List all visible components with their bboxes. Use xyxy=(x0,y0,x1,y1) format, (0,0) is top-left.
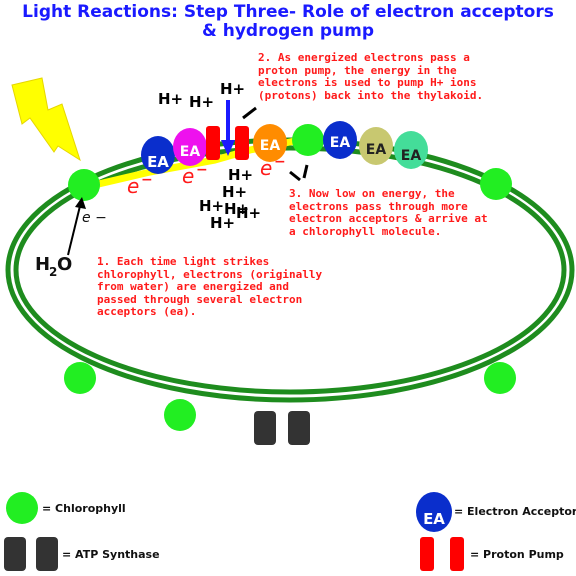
electron-acceptor-2: EA xyxy=(173,128,207,166)
svg-text:EA: EA xyxy=(401,148,422,164)
proton-ion: H+ xyxy=(158,90,183,108)
electron-acceptor-1: EA xyxy=(141,136,175,174)
svg-text:EA: EA xyxy=(366,142,387,158)
electron-label-2: e − xyxy=(182,162,208,188)
note-step1: 1. Each time light strikes chlorophyll, … xyxy=(97,255,323,318)
note3-pointer-b xyxy=(302,164,309,179)
svg-text:H: H xyxy=(35,254,50,275)
proton-pump-right xyxy=(235,126,249,160)
electron-label-small: e − xyxy=(82,210,107,226)
chlorophyll-right xyxy=(480,168,512,200)
proton-pump-left xyxy=(206,126,220,160)
proton-ion: H+ xyxy=(189,93,214,111)
svg-text:EA: EA xyxy=(423,510,445,528)
proton-ion: H+ xyxy=(210,214,235,232)
legend-atp-synthase-icon xyxy=(4,537,58,571)
svg-text:O: O xyxy=(57,254,72,275)
electron-label-1: e − xyxy=(127,172,153,198)
note-step2: 2. As energized electrons pass a proton … xyxy=(258,51,484,102)
legend-atp-synthase-label: = ATP Synthase xyxy=(62,548,160,561)
electron-acceptor-6: EA xyxy=(394,131,428,169)
membrane-inner xyxy=(13,145,567,395)
diagram-title-line2: & hydrogen pump xyxy=(201,21,375,41)
note-step3: 3. Now low on energy, the electrons pass… xyxy=(289,187,488,238)
legend-electron-acceptor-icon: EA xyxy=(416,492,452,532)
proton-ion: H+ xyxy=(228,166,253,184)
svg-text:EA: EA xyxy=(180,144,201,160)
electron-acceptor-5: EA xyxy=(359,127,393,165)
water-electron-arrowhead xyxy=(75,197,86,209)
svg-text:−: − xyxy=(141,172,153,188)
chlorophyll-bottom-right xyxy=(484,362,516,394)
svg-text:e: e xyxy=(260,156,272,180)
chlorophyll-top xyxy=(292,124,324,156)
svg-text:2: 2 xyxy=(49,265,57,279)
note3-pointer-a xyxy=(289,170,301,182)
proton-ion: H+ xyxy=(236,204,261,222)
water-label: H 2 O xyxy=(35,254,72,279)
water-electron-arrow xyxy=(67,205,81,256)
legend-proton-pump-icon xyxy=(420,537,464,571)
proton-ion: H+ xyxy=(222,183,247,201)
svg-text:EA: EA xyxy=(147,153,169,171)
legend-chlorophyll-label: = Chlorophyll xyxy=(42,502,126,515)
electron-acceptor-4: EA xyxy=(323,121,357,159)
legend-proton-pump-label: = Proton Pump xyxy=(470,548,564,561)
electron-acceptor-3: EA xyxy=(253,124,287,162)
legend-chlorophyll-icon xyxy=(6,492,38,524)
note2-pointer xyxy=(242,106,257,120)
proton-ion: H+ xyxy=(199,197,224,215)
diagram-title-line1: Light Reactions: Step Three- Role of ele… xyxy=(22,2,554,22)
atp-synthase xyxy=(254,411,310,445)
proton-flow-arrowhead xyxy=(221,140,235,156)
legend-electron-acceptor-label: = Electron Acceptor xyxy=(454,505,576,518)
proton-ion: H+ xyxy=(220,80,245,98)
chlorophyll-bottom-left xyxy=(64,362,96,394)
svg-text:−: − xyxy=(274,154,286,170)
svg-text:e: e xyxy=(127,174,139,198)
svg-text:EA: EA xyxy=(330,135,351,151)
svg-text:EA: EA xyxy=(260,138,281,154)
svg-text:e: e xyxy=(182,164,194,188)
electron-label-3: e − xyxy=(260,154,286,180)
chlorophyll-bottom-center xyxy=(164,399,196,431)
lightning-icon xyxy=(11,77,81,162)
svg-text:−: − xyxy=(196,162,208,178)
chlorophyll-left xyxy=(68,169,100,201)
proton-ion: H+ xyxy=(224,200,249,218)
